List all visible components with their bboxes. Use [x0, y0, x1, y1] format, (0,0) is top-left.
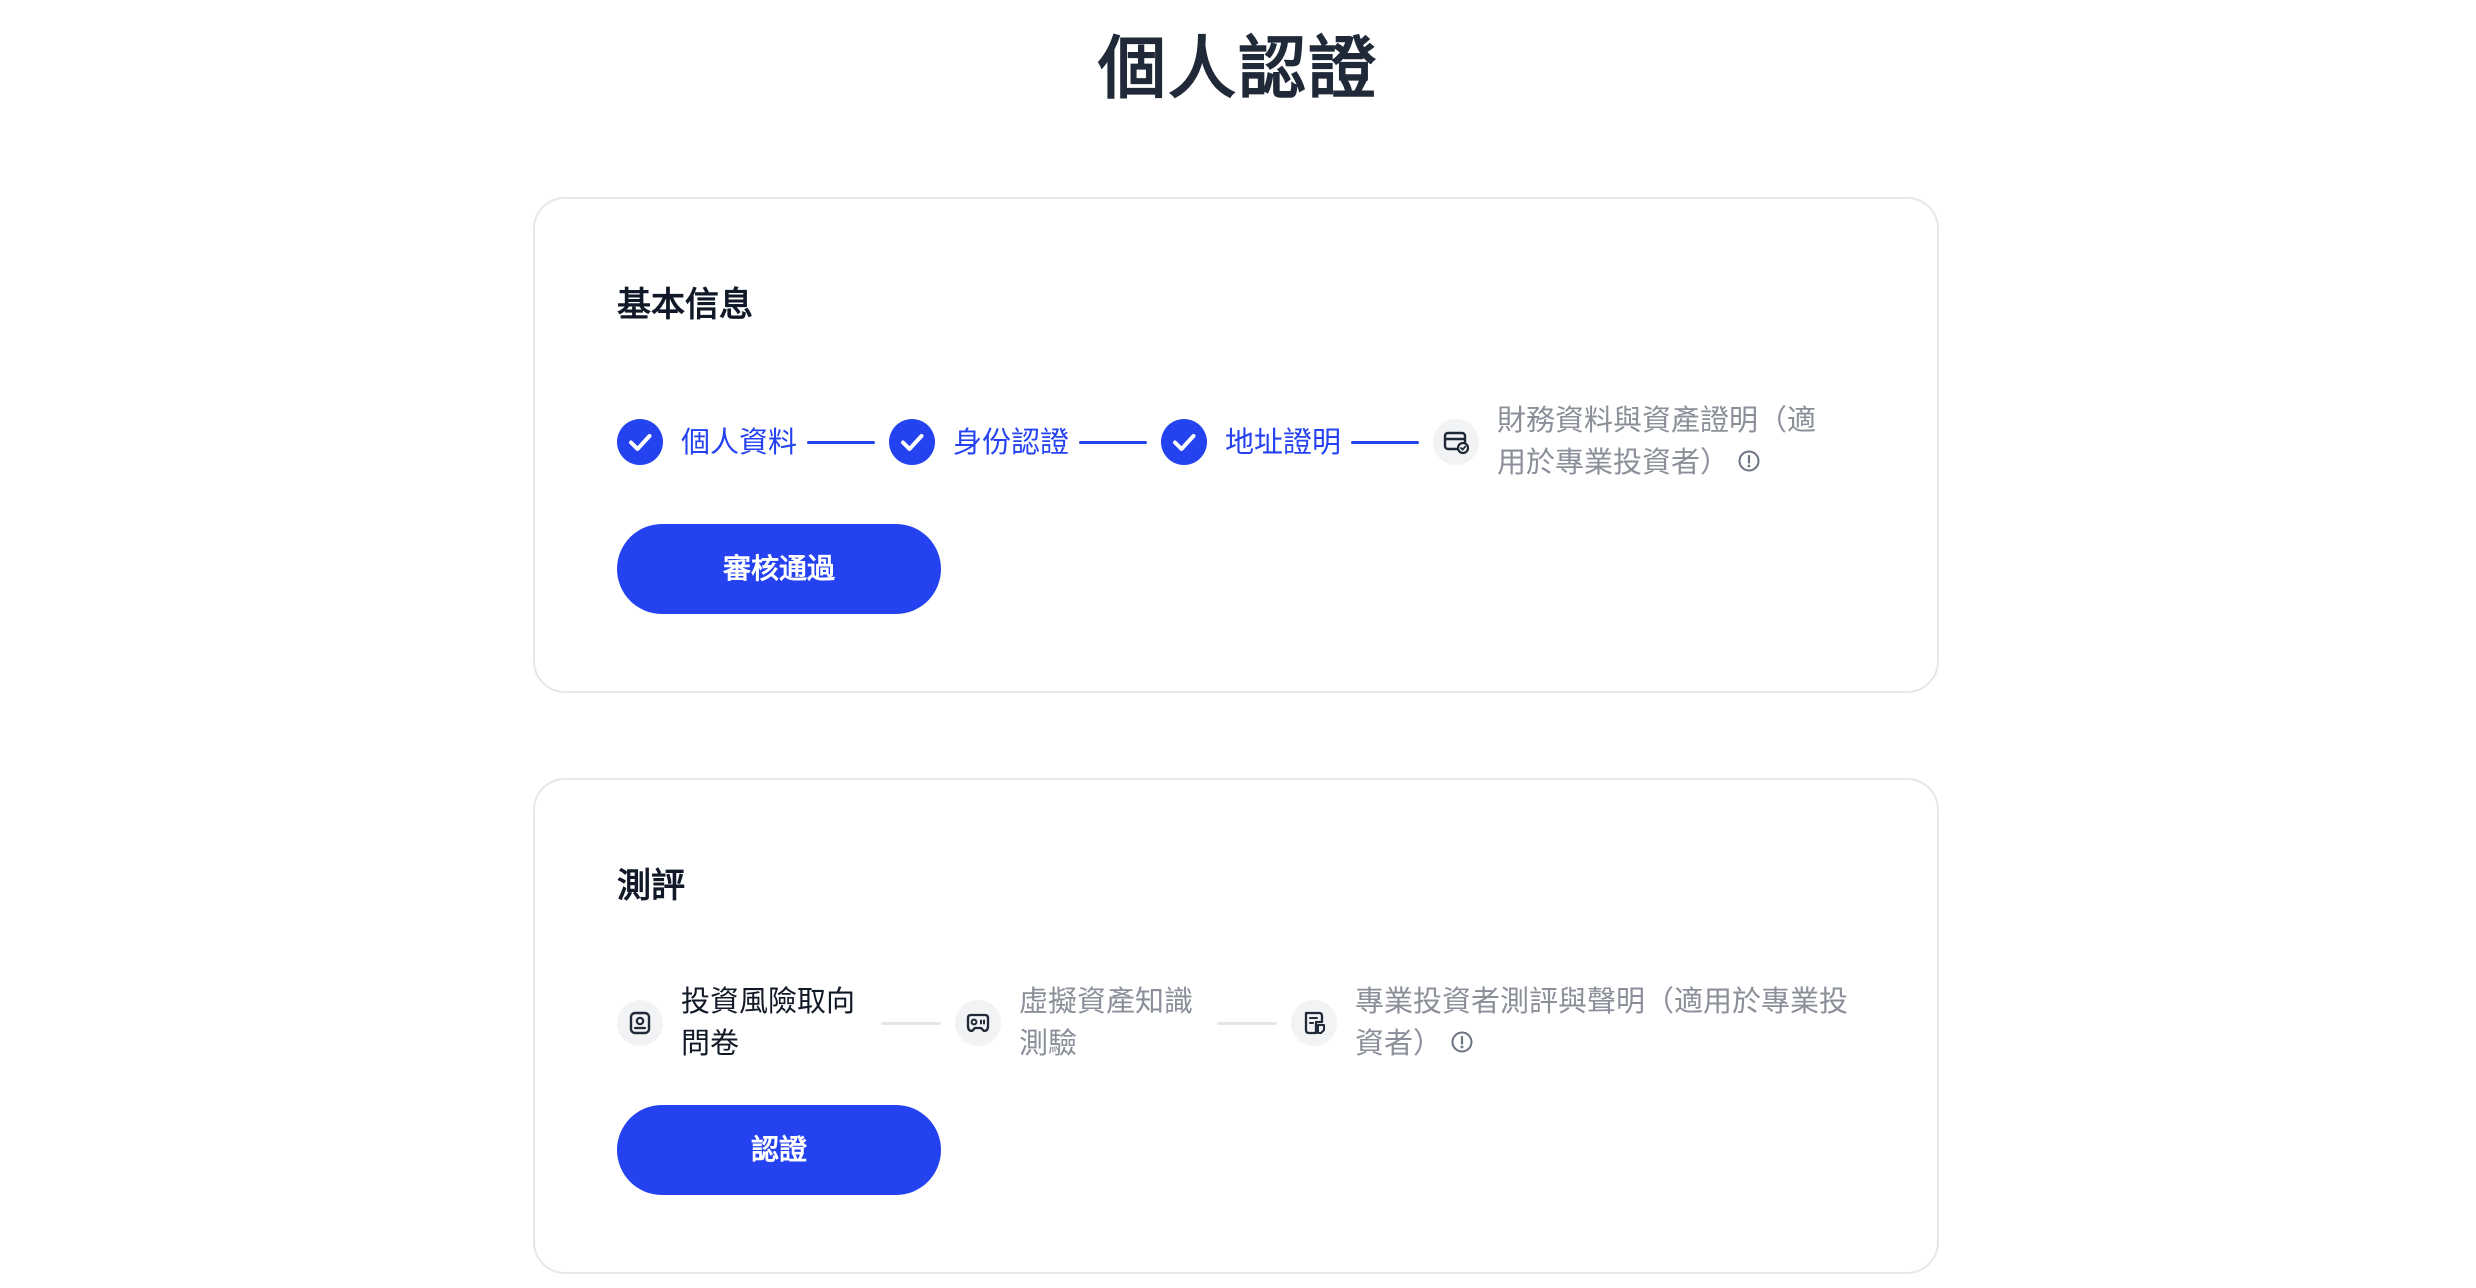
certify-button[interactable]: 認證 [617, 1105, 941, 1195]
gamepad-icon [955, 1000, 1001, 1046]
step-professional-investor-label-line2: 資者） [1355, 1026, 1443, 1060]
card-icon [1433, 419, 1479, 465]
step-address-check-icon [1161, 419, 1207, 465]
step-knowledge-test-label-line2[interactable]: 測驗 [1019, 1026, 1078, 1060]
basic-info-card: 基本信息 個人資料 身份認證 地址證明 財務資料與資產證明（適 [533, 197, 1939, 693]
step-risk-questionnaire-label-line1[interactable]: 投資風險取向 [681, 984, 856, 1018]
document-icon [1291, 1000, 1337, 1046]
assessment-card: 測評 投資風險取向 問卷 虛擬資產知識 測驗 [533, 778, 1939, 1274]
step-connector [807, 441, 875, 444]
step-connector [1079, 441, 1147, 444]
basic-info-title: 基本信息 [617, 285, 753, 325]
step-professional-investor-label-line2-wrap[interactable]: 資者） [1355, 1022, 1474, 1064]
step-financial-label-line1[interactable]: 財務資料與資產證明（適 [1497, 403, 1817, 437]
page-title: 個人認證 [1097, 30, 1378, 109]
step-financial-label-line2: 用於專業投資者） [1497, 445, 1730, 479]
info-icon[interactable] [1450, 1030, 1474, 1054]
step-address-label[interactable]: 地址證明 [1225, 425, 1342, 459]
step-connector [1351, 441, 1419, 444]
step-financial-label-line2-wrap[interactable]: 用於專業投資者） [1497, 441, 1761, 483]
step-personal-info-check-icon [617, 419, 663, 465]
step-connector [881, 1022, 941, 1025]
review-approved-button[interactable]: 審核通過 [617, 524, 941, 614]
step-risk-questionnaire-label-line2[interactable]: 問卷 [681, 1026, 740, 1060]
info-icon[interactable] [1737, 449, 1761, 473]
step-identity-check-icon [889, 419, 935, 465]
step-professional-investor-label-line1[interactable]: 專業投資者測評與聲明（適用於專業投 [1355, 984, 1849, 1018]
step-personal-info-label[interactable]: 個人資料 [681, 425, 798, 459]
assessment-title: 測評 [617, 866, 685, 906]
step-identity-label[interactable]: 身份認證 [953, 425, 1070, 459]
step-knowledge-test-label-line1[interactable]: 虛擬資產知識 [1019, 984, 1194, 1018]
step-connector [1217, 1022, 1277, 1025]
questionnaire-icon [617, 1000, 663, 1046]
